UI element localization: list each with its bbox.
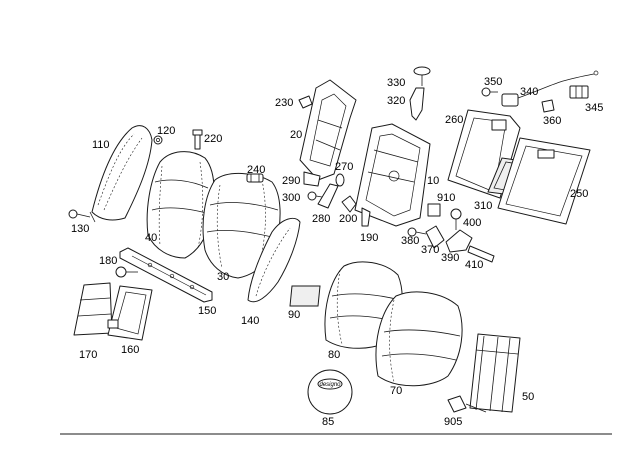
part-360-clip bbox=[541, 99, 555, 113]
part-190-lever bbox=[361, 207, 371, 227]
callout-130: 130 bbox=[71, 223, 89, 235]
callout-280: 280 bbox=[312, 213, 330, 225]
callout-10: 10 bbox=[427, 175, 439, 187]
callout-910: 910 bbox=[437, 192, 455, 204]
callout-160: 160 bbox=[121, 344, 139, 356]
callout-260: 260 bbox=[445, 114, 463, 126]
callout-150: 150 bbox=[198, 305, 216, 317]
part-340-cable bbox=[501, 70, 599, 107]
part-350-screw bbox=[481, 87, 498, 97]
callout-240: 240 bbox=[247, 164, 265, 176]
callout-170: 170 bbox=[79, 349, 97, 361]
part-280-lever bbox=[317, 183, 339, 209]
callout-120: 120 bbox=[157, 125, 175, 137]
part-110-side-bolster bbox=[91, 125, 153, 221]
part-160-armrest-frame bbox=[107, 285, 153, 341]
callout-70: 70 bbox=[390, 385, 402, 397]
callout-290: 290 bbox=[282, 175, 300, 187]
callout-85: 85 bbox=[322, 416, 334, 428]
part-290-latch bbox=[303, 171, 321, 187]
callout-250: 250 bbox=[570, 188, 588, 200]
part-240-guide bbox=[246, 173, 264, 183]
part-380-screw bbox=[407, 227, 427, 237]
part-300-screw bbox=[307, 191, 329, 201]
part-910-tag bbox=[427, 203, 441, 217]
part-330-clip bbox=[413, 66, 431, 86]
badge-label: designo bbox=[319, 382, 341, 388]
callout-20: 20 bbox=[290, 129, 302, 141]
part-120-clip bbox=[153, 135, 163, 145]
callout-905: 905 bbox=[444, 416, 462, 428]
part-180-screw bbox=[115, 266, 138, 278]
callout-190: 190 bbox=[360, 232, 378, 244]
callout-220: 220 bbox=[204, 133, 222, 145]
part-230-clip bbox=[298, 95, 313, 109]
callout-230: 230 bbox=[275, 97, 293, 109]
part-10-frame-right bbox=[354, 123, 431, 227]
callout-340: 340 bbox=[520, 86, 538, 98]
callout-345: 345 bbox=[585, 102, 603, 114]
part-200-bracket bbox=[341, 195, 357, 213]
part-20-frame-left bbox=[299, 79, 357, 181]
part-30-backrest-right bbox=[202, 173, 281, 279]
part-905-clip bbox=[447, 395, 487, 413]
callout-310: 310 bbox=[474, 200, 492, 212]
callout-320: 320 bbox=[387, 95, 405, 107]
part-90-cushion bbox=[289, 285, 321, 307]
part-85-badge: designo bbox=[307, 369, 353, 415]
part-320-bracket bbox=[409, 87, 425, 121]
callout-270: 270 bbox=[335, 161, 353, 173]
part-150-cross-rail bbox=[119, 247, 213, 303]
callout-30: 30 bbox=[217, 271, 229, 283]
part-220-bolt bbox=[192, 129, 203, 150]
part-70-seat-cushion-right bbox=[375, 291, 463, 387]
callout-110: 110 bbox=[92, 139, 110, 151]
callout-360: 360 bbox=[543, 115, 561, 127]
callout-330: 330 bbox=[387, 77, 405, 89]
part-50-panel-set bbox=[469, 333, 521, 413]
callout-180: 180 bbox=[99, 255, 117, 267]
part-250-back-cover bbox=[497, 137, 591, 225]
part-400-screw bbox=[450, 208, 462, 230]
part-410-rod bbox=[467, 245, 495, 263]
part-140-side-trim bbox=[247, 217, 301, 303]
part-390-bracket bbox=[445, 229, 473, 253]
part-130-screw bbox=[68, 209, 96, 223]
part-345-connector bbox=[569, 85, 589, 99]
callout-80: 80 bbox=[328, 349, 340, 361]
callout-50: 50 bbox=[522, 391, 534, 403]
part-170-armrest-cover bbox=[73, 282, 113, 336]
callout-390: 390 bbox=[441, 252, 459, 264]
callout-300: 300 bbox=[282, 192, 300, 204]
part-270-clip bbox=[335, 173, 345, 187]
callout-40: 40 bbox=[145, 232, 157, 244]
callout-350: 350 bbox=[484, 76, 502, 88]
callout-200: 200 bbox=[339, 213, 357, 225]
callout-370: 370 bbox=[421, 244, 439, 256]
callout-140: 140 bbox=[241, 315, 259, 327]
callout-380: 380 bbox=[401, 235, 419, 247]
callout-90: 90 bbox=[288, 309, 300, 321]
part-40-backrest-left bbox=[146, 151, 215, 259]
part-370-hinge bbox=[425, 225, 445, 249]
callout-400: 400 bbox=[463, 217, 481, 229]
callout-410: 410 bbox=[465, 259, 483, 271]
callout-labels: 110 120 220 230 20 330 320 350 340 360 3… bbox=[71, 76, 603, 428]
